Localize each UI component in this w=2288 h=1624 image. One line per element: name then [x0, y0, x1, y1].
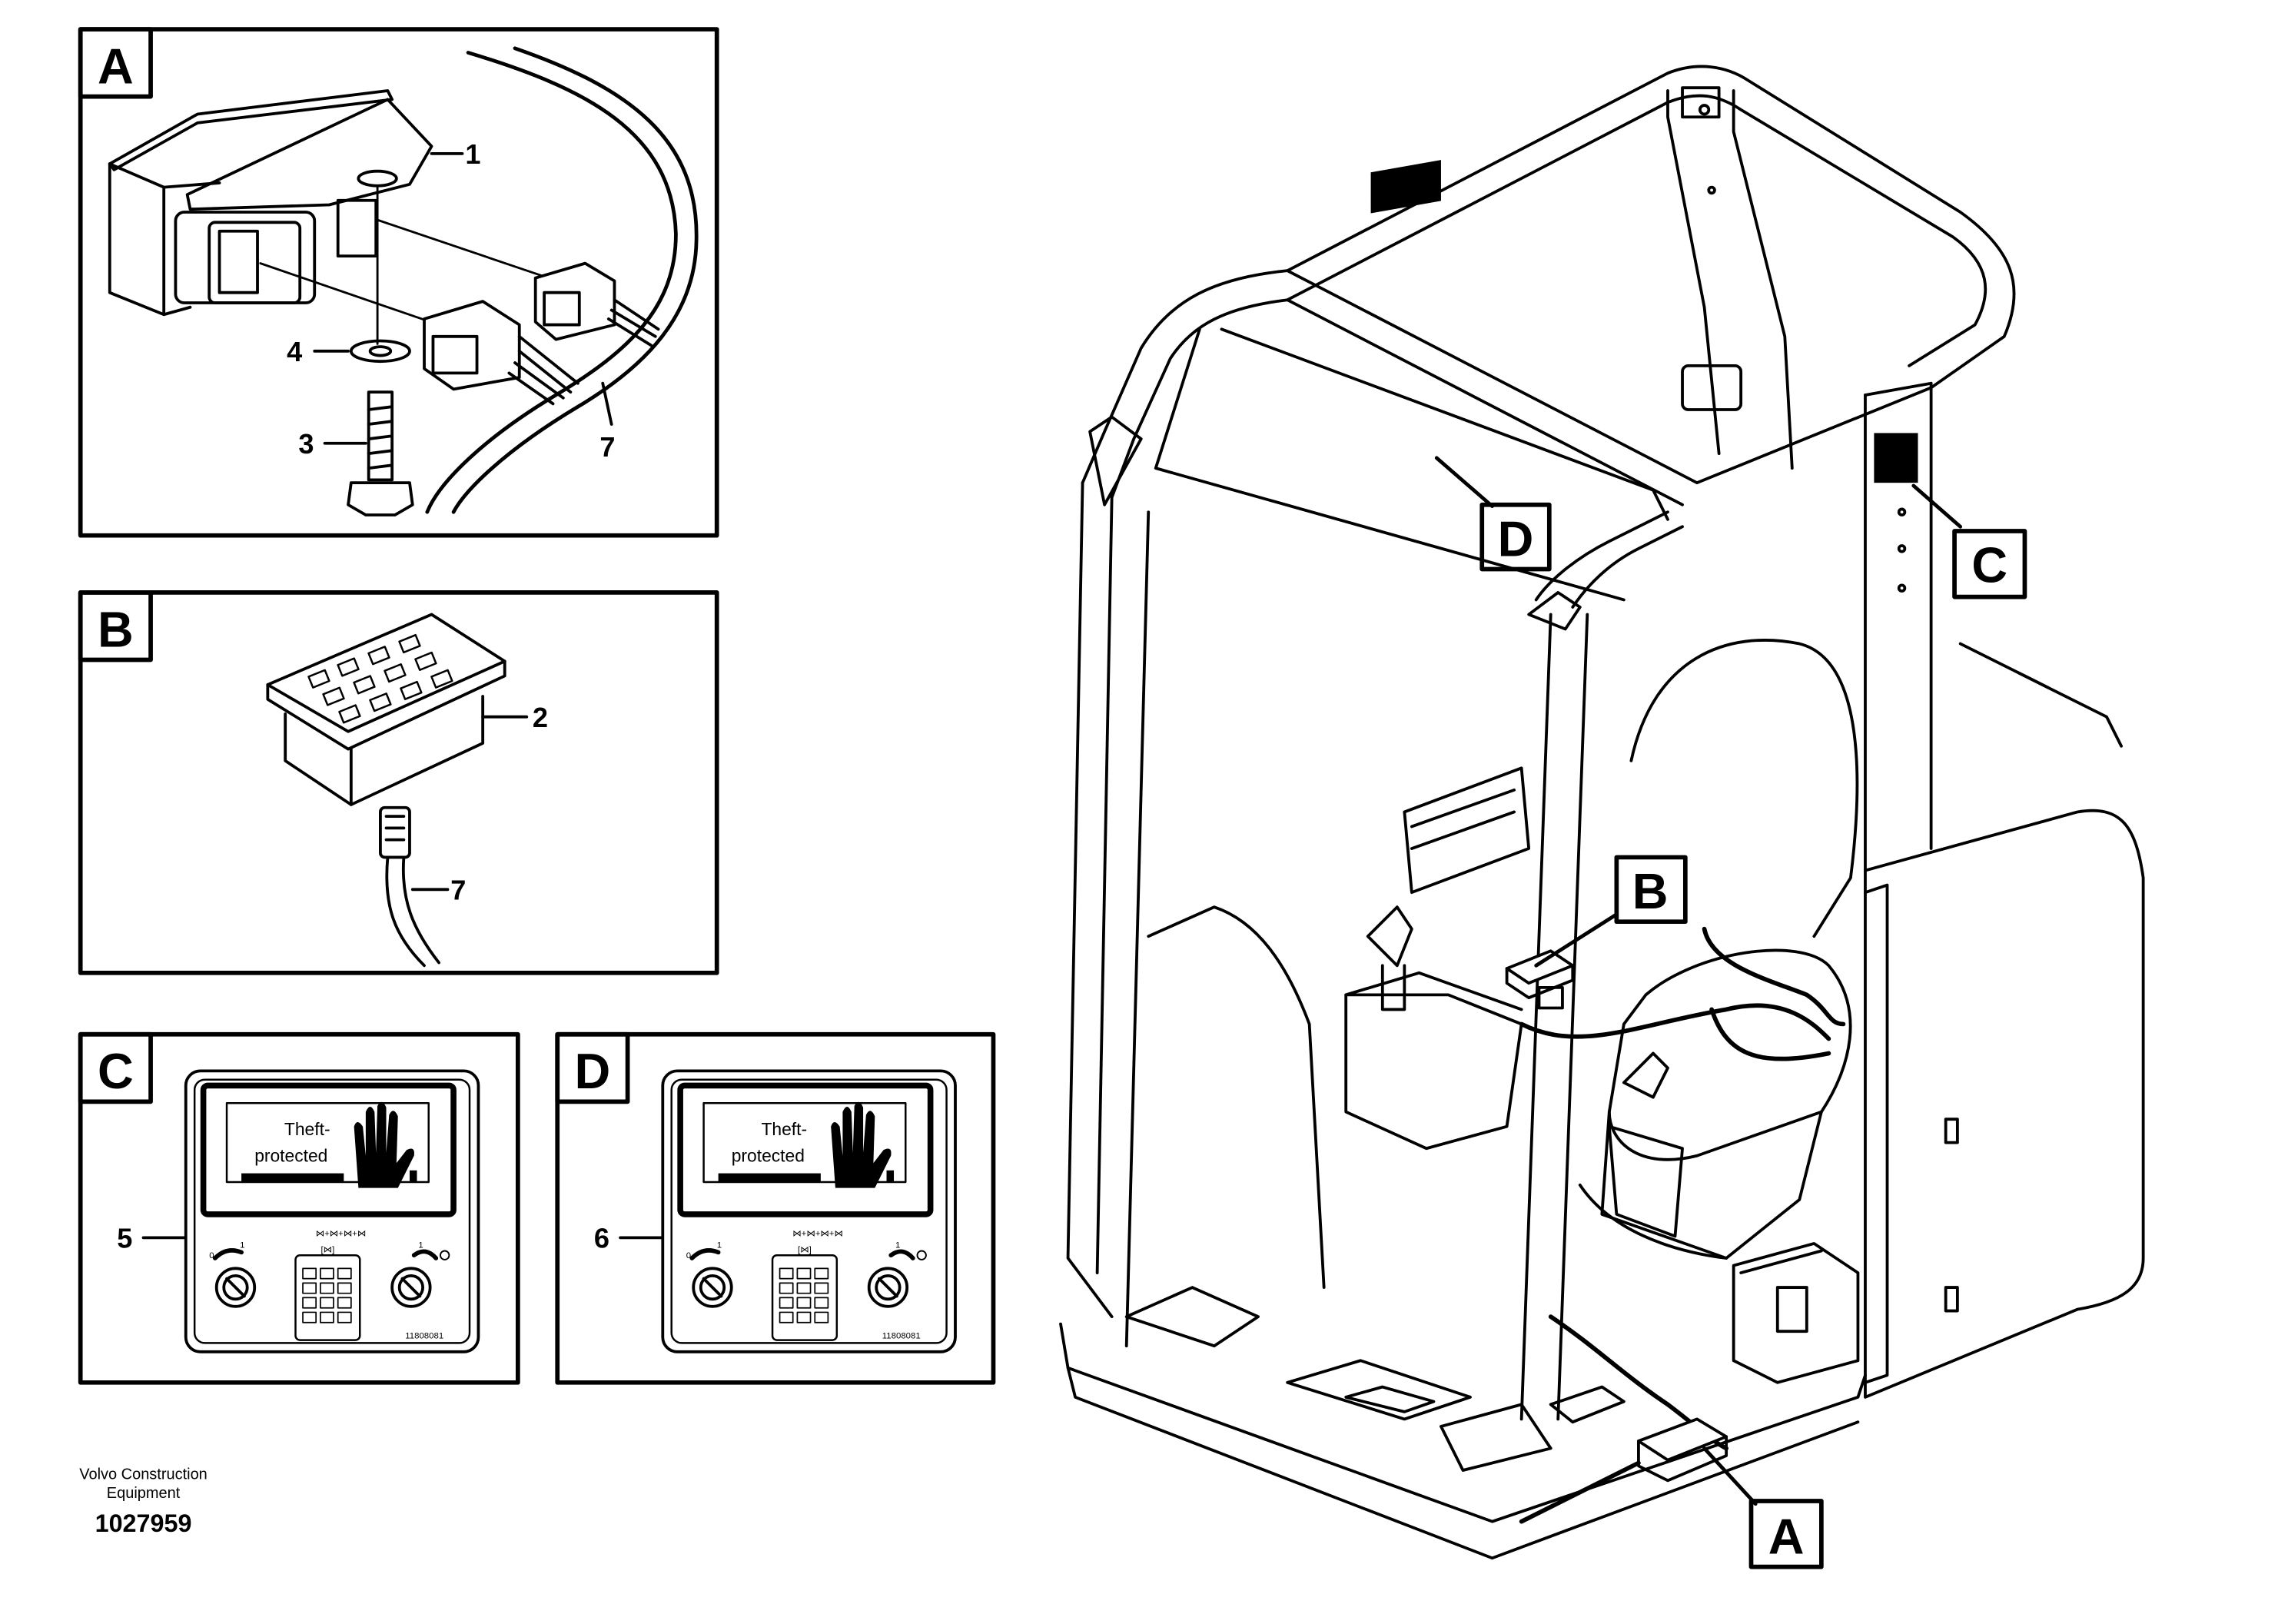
callout-b: B — [1632, 863, 1669, 919]
company-line2: Equipment — [107, 1485, 181, 1502]
label-3: 3 — [298, 428, 314, 460]
panel-d: D Theft- protected ⋈+⋈+⋈+⋈ [⋈] 0 — [555, 1031, 996, 1385]
panel-c-letter: C — [98, 1043, 134, 1099]
decal-c-code-key: [⋈] — [321, 1245, 335, 1254]
label-5: 5 — [117, 1223, 132, 1254]
label-7b: 7 — [450, 875, 466, 906]
decal-d-code-row: ⋈+⋈+⋈+⋈ — [792, 1229, 843, 1238]
doc-number: 1027959 — [95, 1509, 192, 1537]
svg-text:1: 1 — [418, 1241, 423, 1250]
callout-d-box — [1479, 502, 1552, 572]
decal-d-line1: Theft- — [761, 1119, 807, 1139]
decal-d-key-on: 1 — [717, 1241, 722, 1250]
callout-a-box — [1748, 1499, 1824, 1569]
connector-lower — [423, 300, 579, 406]
panel-a-frame — [78, 27, 719, 538]
panel-c: C Theft- protected ⋈+⋈+⋈+⋈ [⋈] 0 — [78, 1031, 520, 1385]
key-switch-right — [867, 1267, 909, 1308]
decal-c-code-row: ⋈+⋈+⋈+⋈ — [316, 1229, 367, 1238]
panel-d-letter-box — [555, 1031, 630, 1104]
panel-d-frame — [555, 1031, 996, 1385]
mounting-bracket — [185, 98, 433, 211]
key-switch-left — [214, 1267, 257, 1308]
panel-c-letter-box — [78, 1031, 153, 1104]
keypad-unit — [266, 613, 506, 806]
decal-d-code-key: [⋈] — [798, 1245, 812, 1254]
harness-a — [425, 51, 678, 514]
callout-c-box — [1952, 529, 2027, 599]
decal-d-line2: protected — [732, 1145, 805, 1165]
callout-c: C — [1971, 537, 2007, 593]
decal-c: Theft- protected ⋈+⋈+⋈+⋈ [⋈] 0 1 1 — [184, 1069, 480, 1353]
roof-decal-d — [1370, 160, 1441, 214]
panel-b-letter: B — [98, 601, 134, 657]
cab-keypad — [1505, 949, 1575, 1010]
panel-a: A 1 — [78, 27, 719, 538]
label-6: 6 — [594, 1223, 609, 1254]
label-1: 1 — [465, 138, 480, 170]
decal-d-part-number: 11808081 — [882, 1332, 921, 1341]
panel-d-letter: D — [575, 1043, 611, 1099]
post-decal-c — [1874, 433, 1918, 483]
panel-c-frame — [78, 1031, 520, 1385]
svg-text:1: 1 — [895, 1241, 900, 1250]
company-line1: Volvo Construction — [79, 1466, 208, 1483]
keypad-buttons — [307, 633, 453, 724]
harness-b — [385, 855, 440, 968]
label-4: 4 — [287, 336, 302, 367]
connector-upper — [533, 261, 660, 347]
panel-a-letter: A — [98, 38, 134, 94]
decal-c-line2: protected — [254, 1145, 327, 1165]
keypad-plug — [379, 805, 411, 859]
callout-a: A — [1768, 1509, 1805, 1565]
panel-b-letter-box — [78, 590, 153, 663]
cab-control-unit — [1519, 1385, 1728, 1524]
washer — [349, 339, 411, 364]
stop-hand-icon — [831, 1101, 892, 1188]
bolt — [347, 390, 414, 516]
decal-d: Theft- protected ⋈+⋈+⋈+⋈ [⋈] 0 1 1 — [661, 1069, 957, 1353]
stop-hand-icon — [354, 1101, 414, 1188]
decal-c-key-off: 0 — [209, 1251, 214, 1260]
bracket-hole — [357, 169, 398, 188]
decal-d-key-off: 0 — [686, 1251, 691, 1260]
panel-b-frame — [78, 590, 719, 975]
key-switch-right — [390, 1267, 432, 1308]
cab-harness — [1519, 926, 1846, 1451]
decal-c-line1: Theft- — [284, 1119, 330, 1139]
label-7a: 7 — [599, 431, 615, 463]
label-2: 2 — [533, 702, 548, 733]
panel-a-letter-box — [78, 27, 153, 99]
control-unit — [108, 89, 394, 317]
decal-c-key-on: 1 — [240, 1241, 244, 1250]
callout-b-box — [1614, 855, 1688, 925]
cab-illustration: D C B A — [1059, 65, 2145, 1569]
panel-b: B 2 — [78, 590, 719, 975]
decal-c-part-number: 11808081 — [405, 1332, 443, 1341]
key-switch-left — [692, 1267, 733, 1308]
callout-d: D — [1498, 510, 1534, 566]
